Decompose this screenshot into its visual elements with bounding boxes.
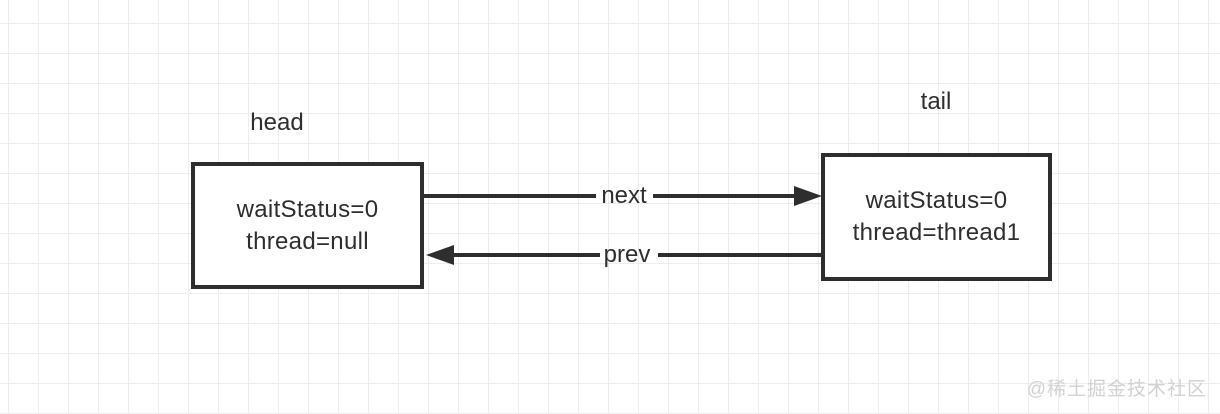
next-edge-label: next	[601, 182, 647, 209]
head-node: waitStatus=0 thread=null	[191, 162, 424, 289]
right-arrowhead-icon	[794, 186, 822, 206]
tail-node-thread: thread=thread1	[852, 219, 1021, 246]
head-node-title: head	[250, 109, 304, 136]
left-arrowhead-icon	[426, 245, 454, 265]
prev-edge-label: prev	[603, 241, 651, 268]
watermark: @稀土掘金技术社区	[1026, 379, 1207, 400]
head-node-thread: thread=null	[246, 227, 369, 255]
tail-node: waitStatus=0 thread=thread1	[821, 153, 1052, 281]
tail-node-waitstatus: waitStatus=0	[865, 187, 1008, 214]
tail-node-title: tail	[920, 88, 952, 115]
head-node-waitstatus: waitStatus=0	[236, 195, 379, 223]
